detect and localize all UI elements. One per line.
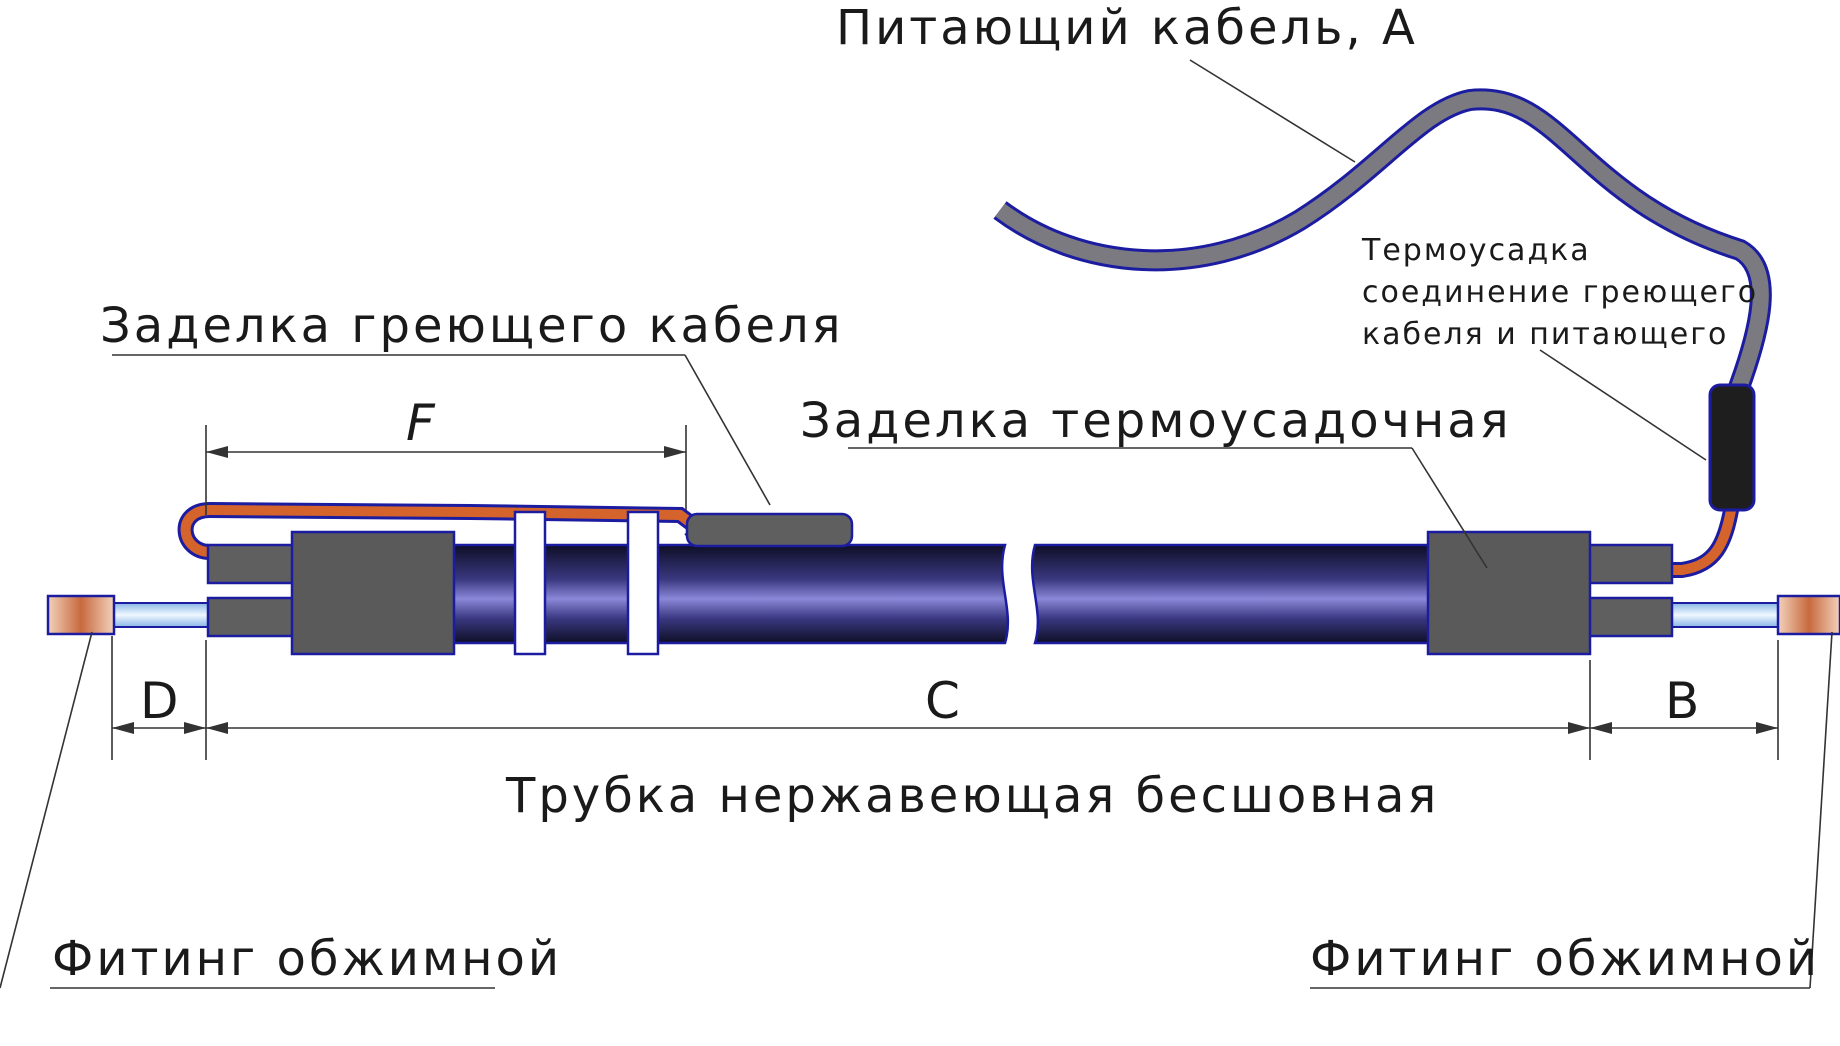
label-heating-cable-termination: Заделка греющего кабеля [100,298,844,354]
label-fitting-left: Фитинг обжимной [52,931,562,987]
clamp-1 [513,510,547,656]
label-tube: Трубка нержавеющая бесшовная [505,768,1439,824]
label-splice-line1: Термоусадка [1361,233,1591,268]
fitting-right [1776,594,1840,636]
label-splice-line2: соединение греющего [1362,275,1758,310]
main-tube [448,543,1432,645]
conductor-right-bottom [1578,596,1674,638]
dimension-label-D: D [140,672,179,730]
dimension-row [111,636,1779,760]
dimension-label-C: C [925,672,960,730]
heating-cable-left [177,501,713,560]
termination-block-left [290,530,456,656]
label-heatshrink-termination: Заделка термоусадочная [800,393,1512,449]
clamp-2 [626,510,660,656]
dimension-label-F: F [406,394,436,452]
conductor-right-top [1578,543,1674,585]
termination-block-right [1426,530,1592,656]
steel-tube-right [1669,602,1781,628]
label-fitting-right: Фитинг обжимной [1310,931,1820,987]
label-splice-line3: кабеля и питающего [1362,317,1728,352]
leader-lines [0,59,1833,989]
heating-cable-endcap [685,512,854,548]
dimension-label-B: B [1665,672,1699,730]
dimension-F [205,425,687,515]
label-power-cable: Питающий кабель, A [836,0,1418,56]
heatshrink-splice [1708,383,1756,512]
orange-cable-right [1672,503,1740,578]
power-cable [993,88,1772,394]
fitting-left [46,594,116,636]
steel-tube-left [111,602,213,628]
